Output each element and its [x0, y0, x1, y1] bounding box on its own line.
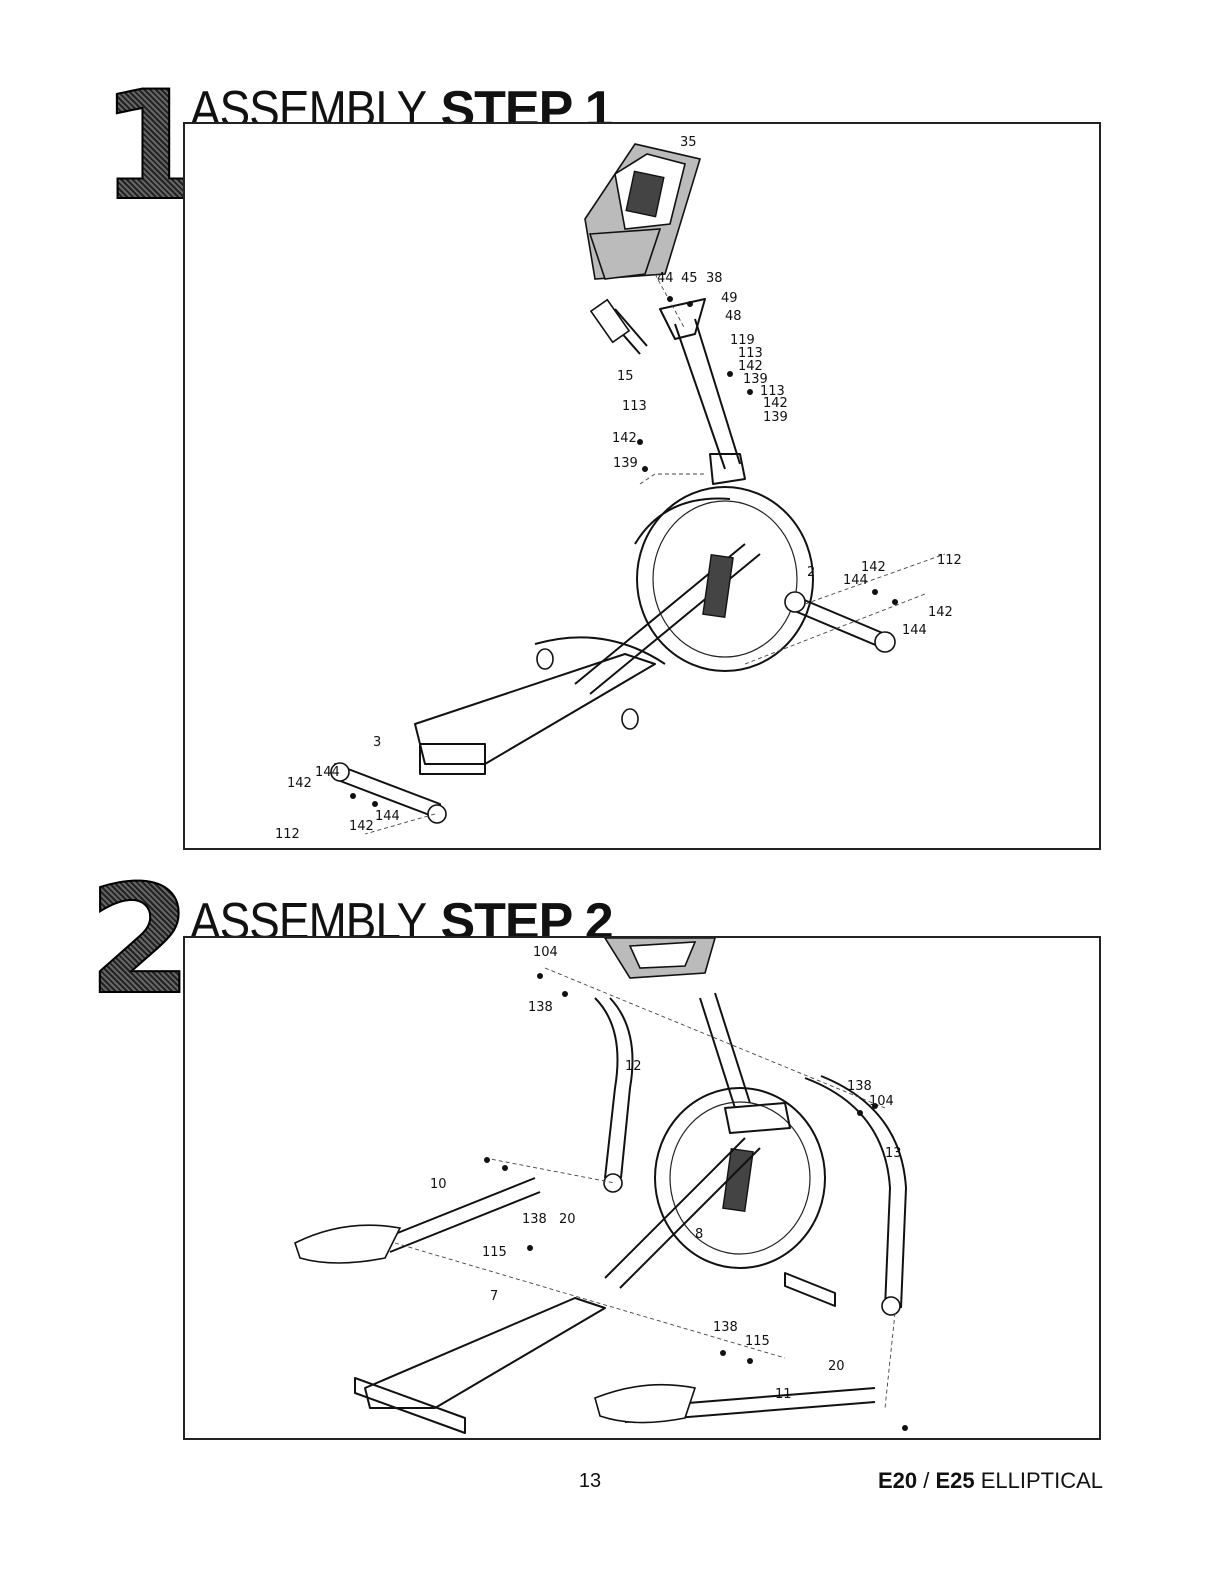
callout-7: 7	[490, 1289, 498, 1304]
callout-15: 15	[617, 369, 634, 384]
callout-20b: 20	[828, 1359, 845, 1374]
callout-138d: 138	[713, 1320, 738, 1335]
callout-115a: 115	[482, 1245, 507, 1260]
callout-13: 13	[885, 1146, 902, 1161]
callout-38: 38	[706, 271, 723, 286]
callout-113c: 113	[622, 399, 647, 414]
step-1-diagram-panel: 35 44 45 38 49 48 119 113 142 139 113 14…	[183, 122, 1101, 850]
step-2-diagram-panel: 104 138 12 138 104 13 10 138 20 115 8 7 …	[183, 936, 1101, 1440]
callout-35: 35	[680, 135, 697, 150]
callout-2: 2	[807, 565, 815, 580]
model-separator: /	[917, 1468, 935, 1493]
callout-112b: 112	[275, 827, 300, 842]
callout-138c: 138	[522, 1212, 547, 1227]
frame-illustration	[355, 993, 835, 1433]
console-illustration	[605, 938, 715, 978]
model-a: E20	[878, 1468, 917, 1493]
callout-138b: 138	[847, 1079, 872, 1094]
callout-138a: 138	[528, 1000, 553, 1015]
frame-illustration	[415, 487, 813, 774]
callout-144a: 144	[843, 573, 868, 588]
callout-139b: 139	[763, 410, 788, 425]
callout-labels: 104 138 12 138 104 13 10 138 20 115 8 7 …	[430, 945, 902, 1402]
product-name: ELLIPTICAL	[975, 1468, 1103, 1493]
step-2-diagram: 104 138 12 138 104 13 10 138 20 115 8 7 …	[185, 938, 1099, 1438]
callout-142f: 142	[287, 776, 312, 791]
product-model: E20 / E25 ELLIPTICAL	[878, 1468, 1103, 1494]
callout-142g: 142	[349, 819, 374, 834]
callout-144c: 144	[315, 765, 340, 780]
step-number: 2	[88, 866, 192, 1016]
callout-142c: 142	[612, 431, 637, 446]
callout-139c: 139	[613, 456, 638, 471]
callout-3: 3	[373, 735, 381, 750]
console-illustration	[585, 144, 700, 279]
assembly-guide-lines	[365, 274, 945, 834]
callout-48: 48	[725, 309, 742, 324]
callout-104a: 104	[533, 945, 558, 960]
callout-104b: 104	[869, 1094, 894, 1109]
callout-49: 49	[721, 291, 738, 306]
pedal-arm-illustration	[295, 1178, 875, 1423]
callout-12: 12	[625, 1059, 642, 1074]
callout-44: 44	[657, 271, 674, 286]
callout-20a: 20	[559, 1212, 576, 1227]
callout-142e: 142	[928, 605, 953, 620]
callout-112a: 112	[937, 553, 962, 568]
callout-144d: 144	[375, 809, 400, 824]
callout-11: 11	[775, 1387, 792, 1402]
callout-142b: 142	[763, 396, 788, 411]
model-b: E25	[935, 1468, 974, 1493]
callout-115b: 115	[745, 1334, 770, 1349]
callout-144b: 144	[902, 623, 927, 638]
callout-45: 45	[681, 271, 698, 286]
step-1-diagram: 35 44 45 38 49 48 119 113 142 139 113 14…	[185, 124, 1099, 848]
callout-10: 10	[430, 1177, 447, 1192]
callout-8: 8	[695, 1227, 703, 1242]
rear-stabilizer-illustration	[785, 592, 895, 652]
